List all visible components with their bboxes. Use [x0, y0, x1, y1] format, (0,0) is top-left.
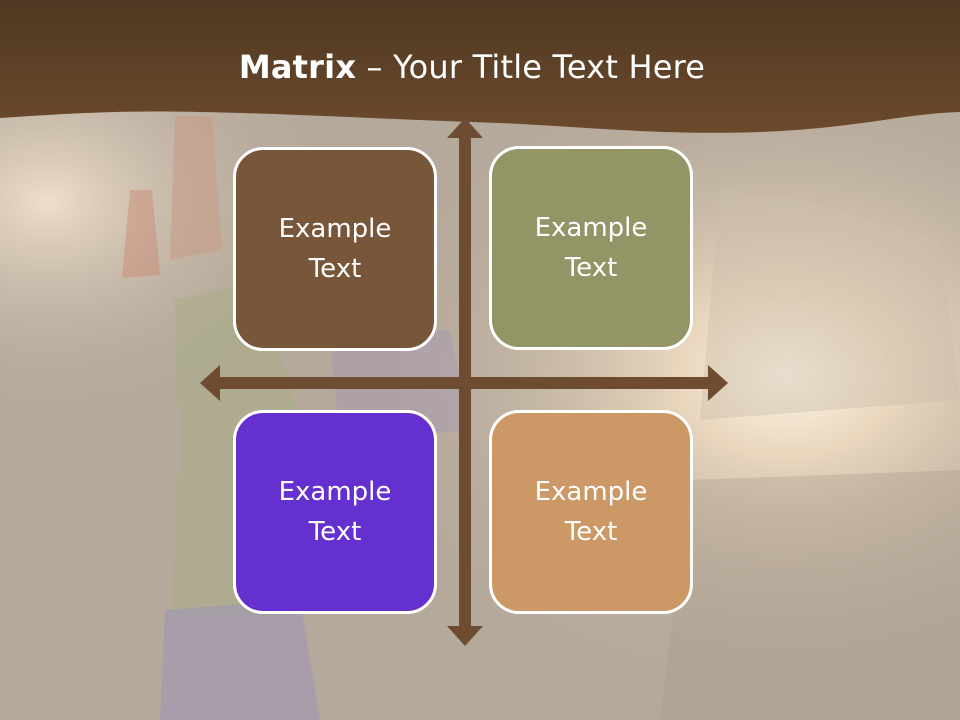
quadrant-bottom-left[interactable]: Example Text	[233, 410, 437, 614]
quadrant-label: Example Text	[534, 213, 648, 283]
arrow-left-icon	[200, 365, 220, 401]
quadrant-top-left[interactable]: Example Text	[233, 147, 437, 351]
slide-title: Matrix – Your Title Text Here	[0, 48, 944, 86]
arrow-right-icon	[708, 365, 728, 401]
quadrant-label: Example Text	[278, 477, 392, 547]
quadrant-label: Example Text	[534, 477, 648, 547]
title-bold: Matrix	[238, 48, 357, 86]
horizontal-axis	[214, 377, 714, 389]
quadrant-top-right[interactable]: Example Text	[489, 146, 693, 350]
arrow-down-icon	[447, 626, 483, 646]
arrow-up-icon	[447, 118, 483, 138]
title-rest: – Your Title Text Here	[356, 48, 706, 86]
quadrant-label: Example Text	[278, 214, 392, 284]
quadrant-bottom-right[interactable]: Example Text	[489, 410, 693, 614]
